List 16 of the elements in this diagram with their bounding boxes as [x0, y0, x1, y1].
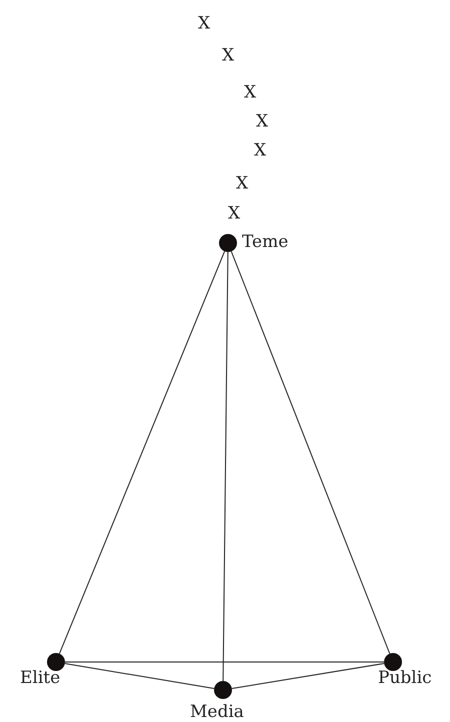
mark-label: X	[254, 142, 266, 160]
node-label: Public	[378, 670, 432, 687]
connector-line	[230, 250, 390, 654]
mark-label: X	[198, 16, 210, 32]
node-label: Teme	[242, 234, 288, 251]
node-label: Elite	[20, 670, 60, 687]
node-label: Media	[190, 704, 244, 721]
mark-label: X	[256, 114, 268, 130]
connector-line	[222, 252, 228, 682]
connector-line	[231, 662, 385, 690]
mark-label: X	[244, 84, 256, 102]
mark-label: X	[236, 176, 248, 192]
connector-line	[64, 663, 215, 689]
connector-line	[58, 250, 226, 654]
mark-label: X	[228, 206, 240, 222]
mark-label: X	[222, 48, 234, 64]
